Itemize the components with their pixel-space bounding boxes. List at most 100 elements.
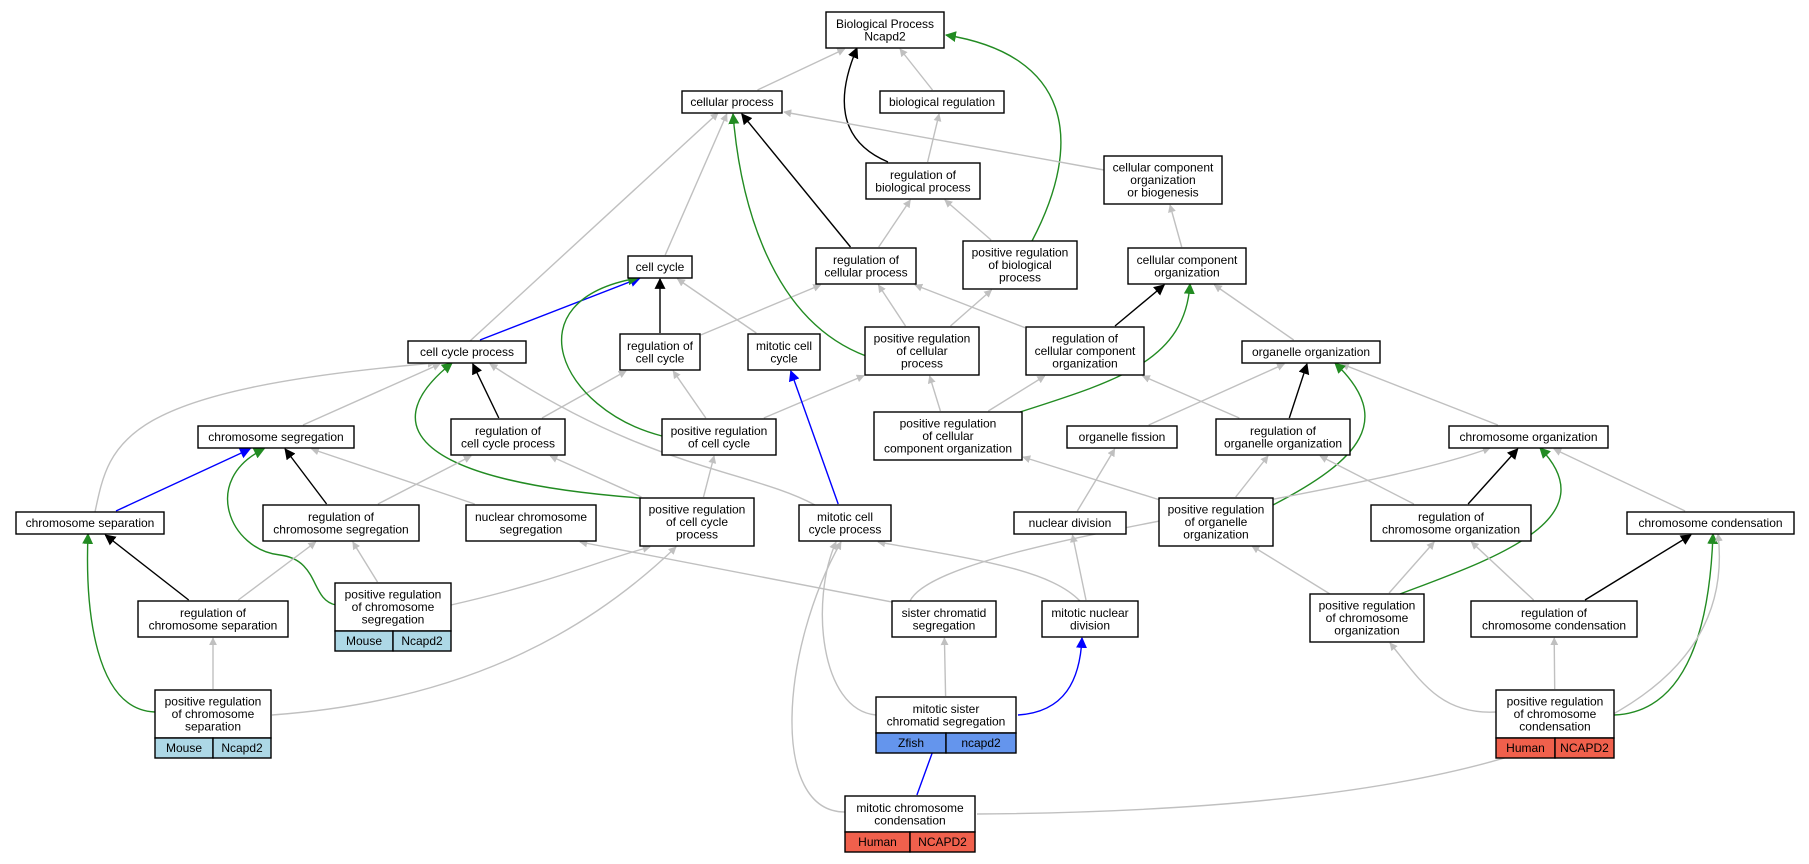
edge-prccp-to-prcc <box>702 455 717 498</box>
species-label: Mouse <box>346 634 382 648</box>
node-label: positive regulation <box>972 246 1069 260</box>
go-term-node-nd[interactable]: nuclear division <box>1013 511 1127 535</box>
species-label: Zfish <box>898 736 924 750</box>
node-label: chromosome segregation <box>208 430 343 444</box>
node-box <box>865 162 981 200</box>
edge-cp-to-bp <box>757 48 846 91</box>
edge-prbp-to-rbp <box>944 199 992 241</box>
node-box <box>1626 511 1795 535</box>
node-box <box>1041 600 1139 638</box>
edge-of-to-oo <box>1148 363 1286 426</box>
edge-mchc-to-mccp <box>791 541 846 813</box>
go-term-node-br[interactable]: biological regulation <box>879 90 1005 114</box>
go-term-node-oo[interactable]: organelle organization <box>1241 340 1381 364</box>
node-box <box>798 504 892 542</box>
node-box <box>1066 425 1178 449</box>
edge-br-to-bp <box>899 48 934 91</box>
node-label: mitotic nuclear <box>1051 606 1128 620</box>
node-label: organization <box>1183 528 1248 542</box>
node-box <box>875 696 1017 734</box>
node-box <box>962 240 1078 290</box>
edge-rbp-to-bp <box>843 46 889 163</box>
edge-ncs-to-cs <box>310 447 475 505</box>
edge-prco-to-proo <box>1251 545 1331 595</box>
node-label: chromosome separation <box>149 618 278 632</box>
node-label: cellular component <box>1113 161 1214 175</box>
go-term-node-of[interactable]: organelle fission <box>1066 425 1178 449</box>
gene-label: ncapd2 <box>961 736 1001 750</box>
go-term-node-csep[interactable]: chromosome separation <box>15 511 165 535</box>
node-box <box>873 411 1023 461</box>
gene-label: Ncapd2 <box>401 634 443 648</box>
node-box <box>891 600 997 638</box>
node-label: mitotic cell <box>756 339 812 353</box>
gene-label: NCAPD2 <box>1560 741 1609 755</box>
node-label: of chromosome <box>1326 611 1409 625</box>
go-term-node-cs[interactable]: chromosome segregation <box>197 425 355 449</box>
node-label: organization <box>1130 173 1195 187</box>
node-label: organization <box>1154 265 1219 279</box>
node-box <box>1127 247 1247 285</box>
node-box <box>197 425 355 449</box>
edge-mscs-to-scs <box>940 637 949 697</box>
node-label: segregation <box>500 522 563 536</box>
node-label: positive regulation <box>1319 599 1416 613</box>
node-label: of biological <box>988 258 1051 272</box>
edge-prcs-to-rcs <box>352 541 379 583</box>
go-term-node-cp[interactable]: cellular process <box>681 90 783 114</box>
go-term-node-co[interactable]: chromosome organization <box>1448 425 1609 449</box>
node-box <box>639 497 755 547</box>
node-box <box>262 504 420 542</box>
node-label: cell cycle <box>636 351 685 365</box>
node-label: of organelle <box>1185 515 1248 529</box>
go-term-node-cc[interactable]: cell cycle <box>627 255 693 279</box>
go-term-node-ccp[interactable]: cell cycle process <box>407 340 527 364</box>
node-box <box>681 90 783 114</box>
node-box <box>1309 593 1425 643</box>
species-gene-tag-mscs: Zfish ncapd2 <box>875 732 1017 754</box>
edge-mnd-to-nd <box>1070 534 1087 601</box>
edge-mscs-to-mnd <box>1017 636 1088 716</box>
gene-cell <box>212 737 272 759</box>
node-label: chromosome condensation <box>1482 618 1626 632</box>
node-box <box>450 418 566 456</box>
go-term-node-ccond[interactable]: chromosome condensation <box>1626 511 1795 535</box>
node-box <box>154 689 272 739</box>
node-label: organelle organization <box>1252 345 1370 359</box>
edge-rcp-to-cp <box>741 113 852 248</box>
edge-ccob-to-cp <box>783 109 1105 171</box>
node-label: sister chromatid <box>902 606 987 620</box>
edge-proo-to-prcco <box>1022 455 1161 501</box>
node-label: regulation of <box>890 168 957 182</box>
